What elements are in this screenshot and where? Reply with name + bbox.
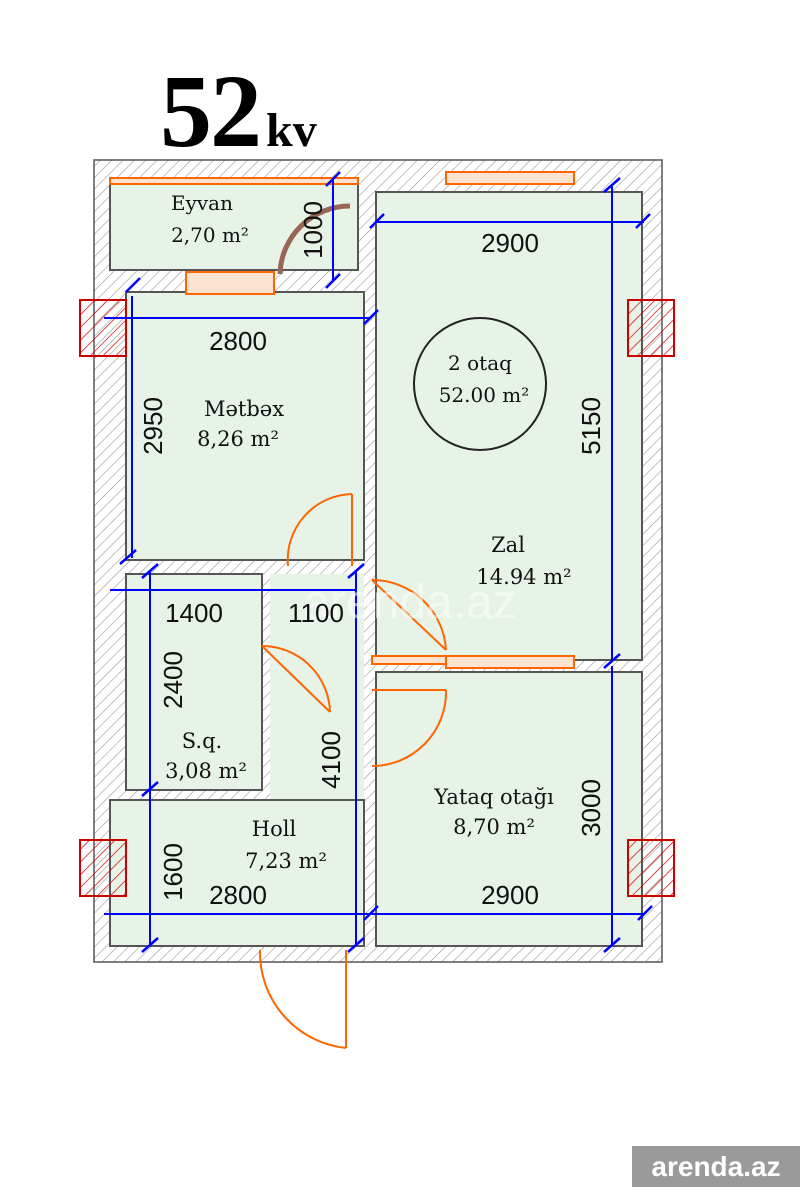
floor-zal bbox=[375, 191, 643, 661]
label-metbex-name: Mətbəx bbox=[204, 397, 284, 421]
room-labels: Eyvan 2,70 m² Mətbəx 8,26 m² 2 otaq 52.0… bbox=[165, 191, 571, 873]
label-eyvan-name: Eyvan bbox=[171, 191, 233, 215]
dim-zal-width: 2900 bbox=[481, 228, 539, 258]
summary-circle bbox=[413, 317, 547, 451]
dim-eyvan-depth: 1000 bbox=[298, 201, 328, 259]
room-floors bbox=[109, 177, 643, 947]
ventilation-ducts bbox=[79, 299, 675, 897]
dim-holl-short: 1600 bbox=[158, 843, 188, 901]
dim-sq-depth: 2400 bbox=[158, 651, 188, 709]
dim-zal-depth: 5150 bbox=[576, 397, 606, 455]
window-metbex bbox=[185, 271, 275, 295]
floor-eyvan bbox=[109, 177, 359, 271]
dimension-ticks bbox=[119, 171, 653, 953]
floor-yataq bbox=[375, 671, 643, 947]
window-left-partition bbox=[371, 655, 447, 665]
dimension-labels: 1000 2800 2950 2900 5150 1400 1100 2400 … bbox=[138, 201, 606, 910]
window-partition bbox=[445, 655, 575, 669]
label-yataq-name: Yataq otağı bbox=[433, 785, 554, 809]
door-zal bbox=[371, 578, 447, 651]
dim-yataq-width: 2900 bbox=[481, 880, 539, 910]
label-zal-name: Zal bbox=[491, 533, 525, 557]
label-eyvan-area: 2,70 m² bbox=[171, 223, 249, 247]
door-balcony bbox=[277, 203, 351, 275]
dim-corridor-width: 1100 bbox=[288, 598, 344, 628]
dim-holl-depth: 4100 bbox=[316, 731, 346, 789]
duct-right-top bbox=[627, 299, 675, 357]
window-eyvan bbox=[109, 177, 359, 185]
label-yataq-area: 8,70 m² bbox=[453, 815, 535, 839]
door-metbex bbox=[286, 493, 353, 567]
dim-yataq-depth: 3000 bbox=[576, 779, 606, 837]
door-sq bbox=[261, 645, 331, 713]
label-holl-area: 7,23 m² bbox=[245, 849, 327, 873]
duct-left-top bbox=[79, 299, 127, 357]
corner-watermark: arenda.az bbox=[632, 1146, 800, 1187]
label-summary-area: 52.00 m² bbox=[439, 383, 530, 407]
title-number: 52 bbox=[160, 54, 262, 169]
floor-metbex bbox=[125, 291, 365, 561]
label-metbex-area: 8,26 m² bbox=[197, 427, 279, 451]
label-zal-area: 14.94 m² bbox=[476, 565, 571, 589]
window-zal bbox=[445, 171, 575, 185]
title-unit: kv bbox=[266, 104, 317, 157]
floor-holl bbox=[109, 799, 365, 947]
doors bbox=[258, 203, 448, 1049]
door-entrance bbox=[258, 949, 347, 1049]
floor-sq bbox=[125, 573, 263, 791]
door-yataq bbox=[371, 689, 448, 767]
label-summary-rooms: 2 otaq bbox=[448, 351, 512, 375]
label-sq-area: 3,08 m² bbox=[165, 759, 247, 783]
dim-metbex-depth: 2950 bbox=[138, 397, 168, 455]
windows bbox=[109, 171, 575, 669]
dim-holl-width: 2800 bbox=[209, 880, 267, 910]
floor-corridor bbox=[270, 574, 364, 800]
center-watermark: arenda.az bbox=[303, 576, 517, 629]
duct-left-bottom bbox=[79, 839, 127, 897]
label-holl-name: Holl bbox=[252, 817, 297, 841]
dimension-lines bbox=[104, 178, 644, 946]
duct-right-bottom bbox=[627, 839, 675, 897]
dim-sq-width: 1400 bbox=[165, 598, 223, 628]
dim-metbex-width: 2800 bbox=[209, 326, 267, 356]
label-sq-name: S.q. bbox=[182, 729, 222, 753]
